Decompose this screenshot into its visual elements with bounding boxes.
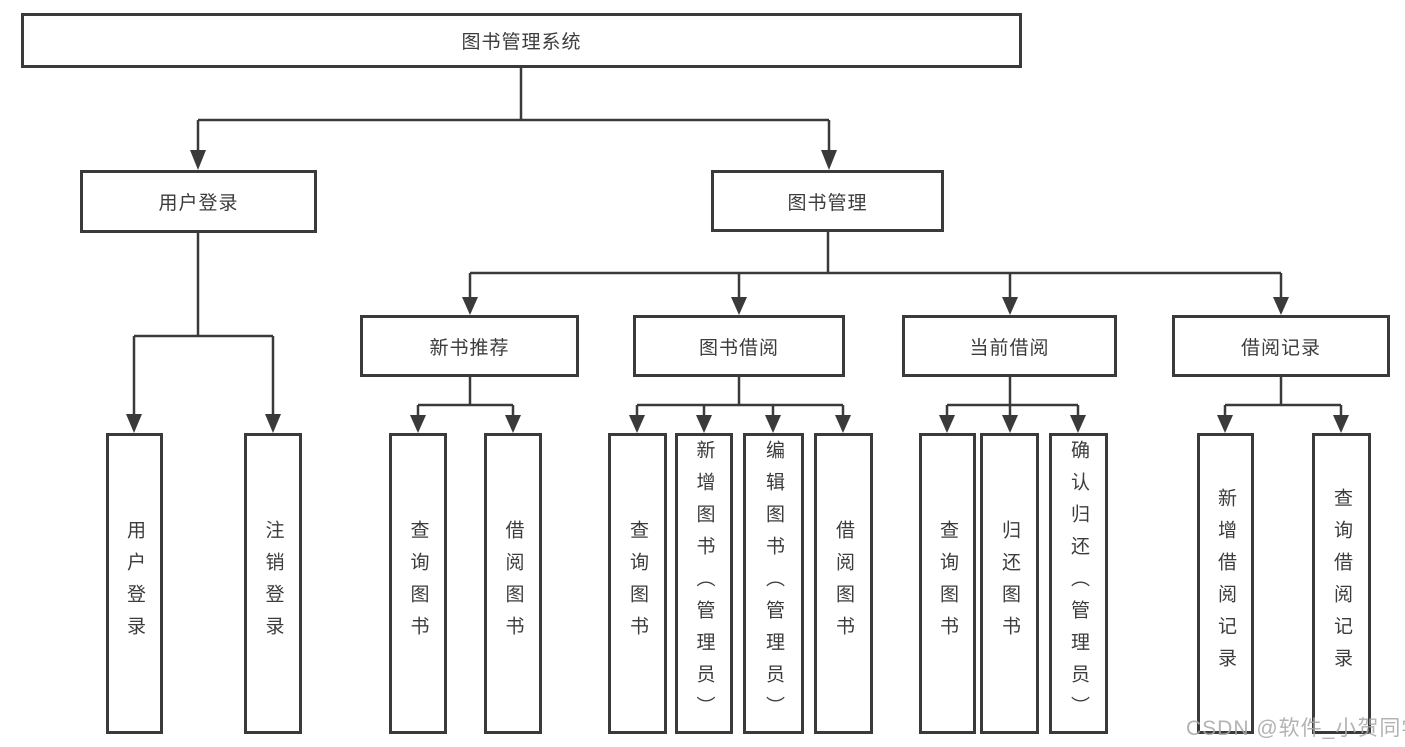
node-leaf-edit-book: 编辑图书（管理员）	[743, 433, 804, 734]
edge-userlogin-to-leaves	[132, 233, 275, 416]
node-current-borrow-label: 当前借阅	[969, 337, 1050, 359]
node-book-borrow-label: 图书借阅	[698, 337, 779, 359]
node-book-mgmt-label: 图书管理	[787, 192, 868, 214]
node-leaf-confirm-return: 确认归还（管理员）	[1049, 433, 1108, 734]
node-leaf-add-record: 新增借阅记录	[1197, 433, 1254, 734]
arrowheads	[126, 150, 1349, 433]
node-leaf-add-book-label: 新增图书（管理员）	[693, 439, 715, 728]
node-root: 图书管理系统	[21, 13, 1022, 68]
node-book-mgmt: 图书管理	[711, 170, 944, 232]
node-leaf-query-books-3-label: 查询图书	[937, 519, 958, 648]
node-borrow-record-label: 借阅记录	[1240, 337, 1321, 359]
edge-currentborrow-to-leaves	[945, 377, 1080, 417]
edge-borrowrecord-to-leaves	[1223, 377, 1343, 417]
node-leaf-borrow-books-1-label: 借阅图书	[502, 519, 524, 648]
node-leaf-borrow-books-2-label: 借阅图书	[833, 519, 854, 648]
node-leaf-add-book: 新增图书（管理员）	[675, 433, 733, 734]
node-leaf-query-books-1-label: 查询图书	[407, 519, 429, 648]
node-leaf-login-label: 用户登录	[124, 519, 145, 648]
edge-newbookrec-to-leaves	[416, 377, 515, 417]
node-leaf-return-book-label: 归还图书	[999, 519, 1020, 648]
edge-bookborrow-to-leaves	[635, 377, 845, 417]
node-new-book-rec-label: 新书推荐	[429, 337, 510, 359]
node-leaf-query-record: 查询借阅记录	[1312, 433, 1371, 734]
node-leaf-borrow-books-2: 借阅图书	[814, 433, 873, 734]
node-current-borrow: 当前借阅	[902, 315, 1117, 377]
node-new-book-rec: 新书推荐	[360, 315, 579, 377]
node-user-login-label: 用户登录	[158, 193, 239, 214]
edge-bookmgmt-to-level3	[468, 232, 1283, 298]
node-root-label: 图书管理系统	[461, 32, 582, 53]
node-leaf-login: 用户登录	[106, 433, 163, 734]
node-leaf-confirm-return-label: 确认归还（管理员）	[1068, 439, 1089, 728]
node-leaf-edit-book-label: 编辑图书（管理员）	[763, 439, 784, 728]
node-leaf-query-books-1: 查询图书	[389, 433, 447, 734]
node-leaf-borrow-books-1: 借阅图书	[484, 433, 542, 734]
node-leaf-add-record-label: 新增借阅记录	[1215, 487, 1236, 680]
node-leaf-query-books-2: 查询图书	[608, 433, 667, 734]
node-leaf-logout: 注销登录	[244, 433, 302, 734]
node-leaf-query-books-2-label: 查询图书	[627, 519, 648, 648]
node-leaf-query-books-3: 查询图书	[919, 433, 976, 734]
csdn-watermark: CSDN @软件_小贺同学	[1186, 717, 1405, 740]
node-leaf-return-book: 归还图书	[980, 433, 1039, 734]
node-user-login: 用户登录	[80, 170, 317, 233]
node-borrow-record: 借阅记录	[1172, 315, 1390, 377]
node-leaf-query-record-label: 查询借阅记录	[1331, 487, 1352, 680]
edge-root-to-level2	[196, 68, 831, 152]
node-leaf-logout-label: 注销登录	[262, 519, 284, 648]
node-book-borrow: 图书借阅	[633, 315, 845, 377]
